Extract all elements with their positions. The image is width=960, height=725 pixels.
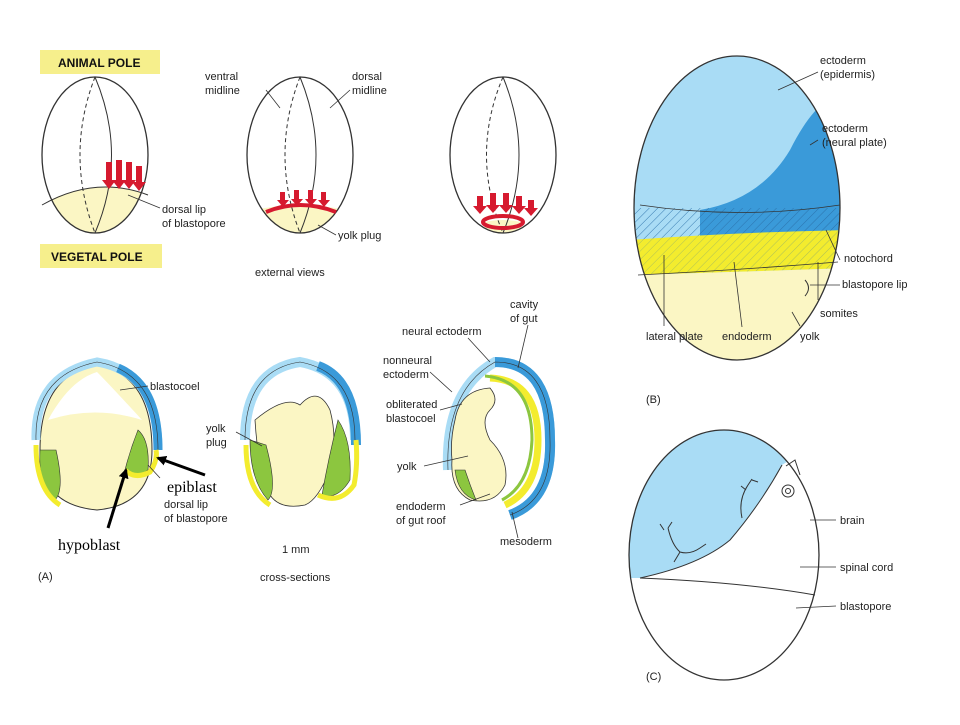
- nonneural-ectoderm-1: nonneural: [383, 355, 432, 367]
- epiblast-label: epiblast: [167, 479, 217, 496]
- notochord-label: notochord: [844, 253, 893, 265]
- hypoblast-arrow: [106, 468, 129, 529]
- endoderm-gut-roof-1: endoderm: [396, 501, 446, 513]
- ectoderm-neural-plate-1: ectoderm: [822, 123, 868, 135]
- involution-arrows-3: [473, 193, 538, 216]
- cross-sections-caption: cross-sections: [260, 572, 331, 584]
- cross-section-1: [31, 357, 163, 511]
- dorsal-lip-top-1: dorsal lip: [162, 204, 206, 216]
- limb-sketch-2: [659, 521, 707, 563]
- animal-pole-label: ANIMAL POLE: [58, 56, 140, 70]
- vegetal-pole-banner: [40, 244, 162, 268]
- panel-b-label: (B): [646, 394, 661, 406]
- panel-a-label: (A): [38, 571, 53, 583]
- blastopore-label: blastopore: [840, 601, 891, 613]
- nonneural-ectoderm-2: ectoderm: [383, 369, 429, 381]
- involution-arrows-2: [277, 190, 330, 207]
- external-embryo-3: [449, 76, 557, 234]
- blastopore-lip-label: blastopore lip: [842, 279, 907, 291]
- ectoderm-epidermis-2: (epidermis): [820, 69, 875, 81]
- dorsal-lip-bottom-2: of blastopore: [164, 513, 228, 525]
- mesoderm-label: mesoderm: [500, 536, 552, 548]
- yolk-b-label: yolk: [800, 331, 820, 343]
- animal-pole-banner: [40, 50, 160, 74]
- neural-ectoderm-label: neural ectoderm: [402, 326, 482, 338]
- scale-label: 1 mm: [282, 544, 310, 556]
- yolk-plug-top: yolk plug: [338, 230, 381, 242]
- cavity-of-gut-2: of gut: [510, 313, 538, 325]
- yolk-plug-bottom-2: plug: [206, 437, 227, 449]
- panel-a-cross-sections: blastocoel dorsal lip of blastopore yolk…: [31, 299, 556, 584]
- cavity-of-gut-1: cavity: [510, 299, 539, 311]
- hypoblast-label: hypoblast: [58, 537, 121, 554]
- dorsal-midline-2: midline: [352, 85, 387, 97]
- panel-c-neural-fates: brain spinal cord blastopore (C): [628, 429, 893, 683]
- panel-b-fate-map: ectoderm (epidermis) ectoderm (neural pl…: [633, 55, 907, 406]
- yolk-plug-bottom-1: yolk: [206, 423, 226, 435]
- dorsal-midline-1: dorsal: [352, 71, 382, 83]
- cross-section-3: [442, 356, 556, 520]
- spinal-cord-label: spinal cord: [840, 562, 893, 574]
- dorsal-lip-top-2: of blastopore: [162, 218, 226, 230]
- cross-section-2: [240, 356, 361, 508]
- external-views-caption: external views: [255, 267, 325, 279]
- endoderm-gut-roof-2: of gut roof: [396, 515, 446, 527]
- blastocoel-label: blastocoel: [150, 381, 200, 393]
- endoderm-label: endoderm: [722, 331, 772, 343]
- obliterated-blastocoel-1: obliterated: [386, 399, 437, 411]
- panel-c-label: (C): [646, 671, 661, 683]
- panel-a-external-views: ANIMAL POLE VEGETAL POLE dorsal lip of b…: [40, 50, 557, 279]
- ectoderm-epidermis-1: ectoderm: [820, 55, 866, 67]
- vegetal-pole-label: VEGETAL POLE: [51, 250, 143, 264]
- epiblast-arrow: [156, 456, 206, 477]
- germ-layer-annotations: epiblast hypoblast: [58, 456, 217, 554]
- external-embryo-1: [41, 76, 149, 234]
- ectoderm-neural-plate-2: (neural plate): [822, 137, 887, 149]
- dorsal-lip-bottom-1: dorsal lip: [164, 499, 208, 511]
- obliterated-blastocoel-2: blastocoel: [386, 413, 436, 425]
- ventral-midline-1: ventral: [205, 71, 238, 83]
- lateral-plate-label: lateral plate: [646, 331, 703, 343]
- limb-sketch-1: [740, 478, 759, 519]
- yolk-cross-label: yolk: [397, 461, 417, 473]
- somites-label: somites: [820, 308, 858, 320]
- brain-label: brain: [840, 515, 864, 527]
- involution-arrows-1: [102, 160, 146, 191]
- ventral-midline-2: midline: [205, 85, 240, 97]
